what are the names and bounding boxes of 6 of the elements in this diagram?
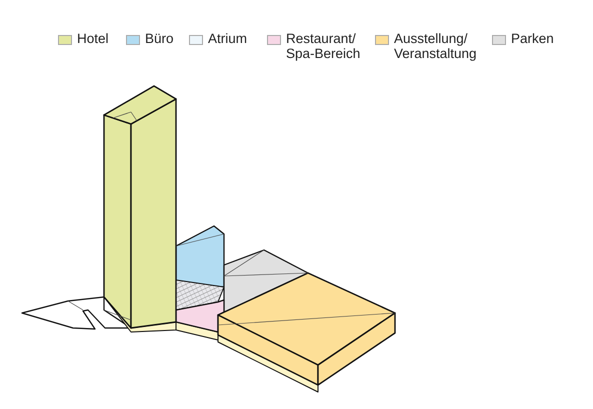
legend-label: Restaurant/ Spa-Bereich	[286, 31, 362, 61]
legend-label: Hotel	[77, 31, 108, 46]
legend-label: Atrium	[208, 31, 248, 46]
legend-label: Parken	[511, 31, 552, 46]
legend-label: Ausstellung/ Veranstaltung	[394, 31, 478, 61]
legend-label: Büro	[145, 31, 175, 46]
